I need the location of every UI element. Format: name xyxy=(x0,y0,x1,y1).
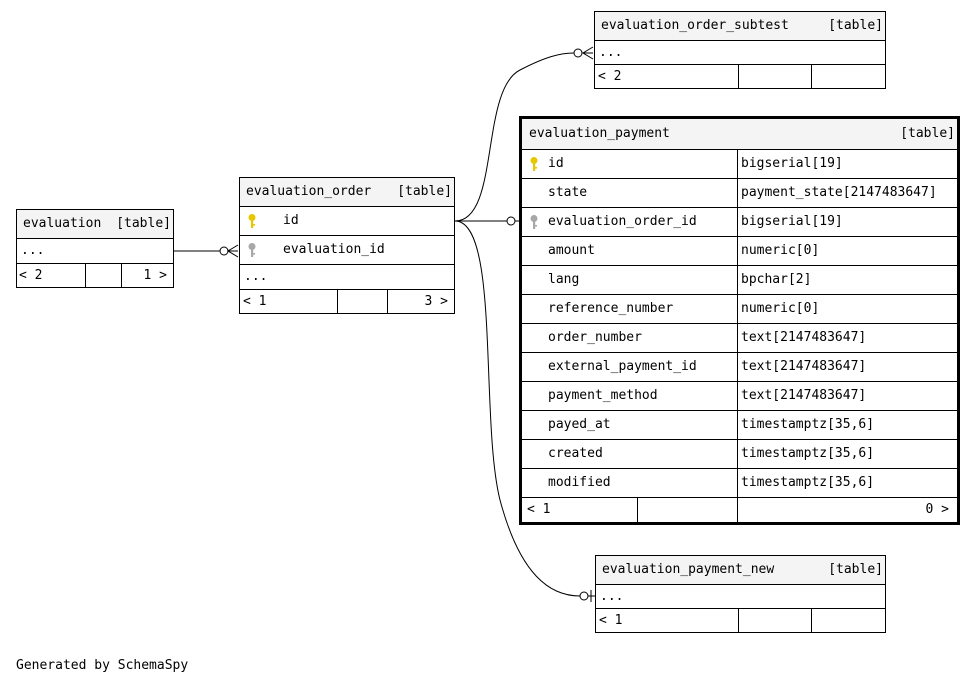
table-evaluation-order[interactable]: evaluation_order [table] id evaluation_i… xyxy=(239,177,455,314)
column-row[interactable]: state payment_state[2147483647] xyxy=(522,179,957,208)
column-row[interactable]: amount numeric[0] xyxy=(522,237,957,266)
more-columns-label: ... xyxy=(244,269,268,284)
nav-spacer xyxy=(811,609,885,633)
column-type: text[2147483647] xyxy=(737,382,957,410)
column-type: bpchar[2] xyxy=(737,266,957,294)
column-row[interactable]: payed_at timestamptz[35,6] xyxy=(522,411,957,440)
column-name: external_payment_id xyxy=(548,359,697,374)
table-nav: < 1 0 > xyxy=(522,498,957,522)
more-columns-label: ... xyxy=(21,243,45,258)
column-type: bigserial[19] xyxy=(737,150,957,178)
table-evaluation[interactable]: evaluation [table] ... < 2 1 > xyxy=(16,209,174,288)
column-name: id xyxy=(548,156,564,171)
column-row[interactable]: evaluation_order_id bigserial[19] xyxy=(522,208,957,237)
nav-spacer xyxy=(637,498,737,522)
generated-by-label: Generated by SchemaSpy xyxy=(16,658,189,673)
relationship-order-to-subtest xyxy=(454,52,575,222)
table-evaluation-payment-new[interactable]: evaluation_payment_new [table] ... < 1 xyxy=(595,555,886,633)
more-columns[interactable]: ... xyxy=(240,265,454,290)
table-header[interactable]: evaluation_payment [table] xyxy=(522,119,957,150)
column-type: timestamptz[35,6] xyxy=(737,469,957,497)
more-columns-label: ... xyxy=(600,589,624,604)
column-type: payment_state[2147483647] xyxy=(737,179,957,207)
table-nav: < 2 1 > xyxy=(17,264,173,288)
column-row[interactable]: reference_number numeric[0] xyxy=(522,295,957,324)
more-columns-label: ... xyxy=(599,45,623,60)
parents-count-link[interactable]: < 2 xyxy=(19,268,43,283)
nav-spacer xyxy=(337,290,387,314)
table-header[interactable]: evaluation [table] xyxy=(17,210,173,239)
children-count-link[interactable]: 3 > xyxy=(387,290,454,314)
more-columns[interactable]: ... xyxy=(595,41,885,65)
column-row[interactable]: external_payment_id text[2147483647] xyxy=(522,353,957,382)
column-row[interactable]: created timestamptz[35,6] xyxy=(522,440,957,469)
column-name: state xyxy=(548,185,588,200)
column-row[interactable]: id bigserial[19] xyxy=(522,150,957,179)
column-type: numeric[0] xyxy=(737,237,957,265)
column-name: lang xyxy=(548,272,580,287)
column-name: modified xyxy=(548,475,611,490)
table-evaluation-payment[interactable]: evaluation_payment [table] id bigserial[1… xyxy=(519,116,960,525)
table-kind: [table] xyxy=(828,562,883,577)
column-type: bigserial[19] xyxy=(737,208,957,236)
column-name: amount xyxy=(548,243,595,258)
table-kind: [table] xyxy=(828,18,883,33)
column-name: id xyxy=(283,213,299,228)
table-header[interactable]: evaluation_order_subtest [table] xyxy=(595,12,885,41)
column-row[interactable]: lang bpchar[2] xyxy=(522,266,957,295)
table-nav: < 1 xyxy=(596,609,885,633)
column-type: text[2147483647] xyxy=(737,324,957,352)
children-count-link[interactable]: 1 > xyxy=(121,264,173,288)
table-evaluation-order-subtest[interactable]: evaluation_order_subtest [table] ... < 2 xyxy=(594,11,886,89)
column-row[interactable]: order_number text[2147483647] xyxy=(522,324,957,353)
column-row[interactable]: payment_method text[2147483647] xyxy=(522,382,957,411)
column-name: payment_method xyxy=(548,388,658,403)
parents-count-link[interactable]: < 2 xyxy=(598,69,622,84)
table-nav: < 1 3 > xyxy=(240,290,454,314)
column-type: text[2147483647] xyxy=(737,353,957,381)
column-row[interactable]: evaluation_id xyxy=(240,236,454,265)
table-name: evaluation_payment xyxy=(529,126,670,141)
relationship-order-to-payment-new xyxy=(454,220,581,597)
parents-count-link[interactable]: < 1 xyxy=(527,502,551,517)
parents-count-link[interactable]: < 1 xyxy=(243,294,267,309)
column-name: evaluation_order_id xyxy=(548,214,697,229)
primary-key-icon xyxy=(530,157,538,171)
nav-spacer xyxy=(738,609,811,633)
nav-spacer xyxy=(738,65,811,89)
column-name: created xyxy=(548,446,603,461)
column-name: evaluation_id xyxy=(283,242,385,257)
table-name: evaluation_payment_new xyxy=(602,562,775,577)
column-name: reference_number xyxy=(548,301,674,316)
more-columns[interactable]: ... xyxy=(596,585,885,609)
column-type: numeric[0] xyxy=(737,295,957,323)
column-type: timestamptz[35,6] xyxy=(737,411,957,439)
table-kind: [table] xyxy=(116,216,171,231)
column-type: timestamptz[35,6] xyxy=(737,440,957,468)
column-name: payed_at xyxy=(548,417,611,432)
foreign-key-icon xyxy=(530,215,538,229)
foreign-key-icon xyxy=(248,243,256,257)
table-kind: [table] xyxy=(397,184,452,199)
column-row[interactable]: modified timestamptz[35,6] xyxy=(522,469,957,498)
nav-spacer xyxy=(85,264,121,288)
table-nav: < 2 xyxy=(595,65,885,89)
table-name: evaluation_order xyxy=(246,184,372,199)
column-name: order_number xyxy=(548,330,642,345)
table-name: evaluation_order_subtest xyxy=(601,18,789,33)
table-header[interactable]: evaluation_payment_new [table] xyxy=(596,556,885,585)
nav-spacer xyxy=(811,65,885,89)
table-name: evaluation xyxy=(23,216,102,231)
primary-key-icon xyxy=(248,214,256,228)
more-columns[interactable]: ... xyxy=(17,239,173,264)
parents-count-link[interactable]: < 1 xyxy=(599,613,623,628)
table-header[interactable]: evaluation_order [table] xyxy=(240,178,454,207)
children-count-link[interactable]: 0 > xyxy=(737,498,957,522)
table-kind: [table] xyxy=(900,126,955,141)
column-row[interactable]: id xyxy=(240,207,454,236)
